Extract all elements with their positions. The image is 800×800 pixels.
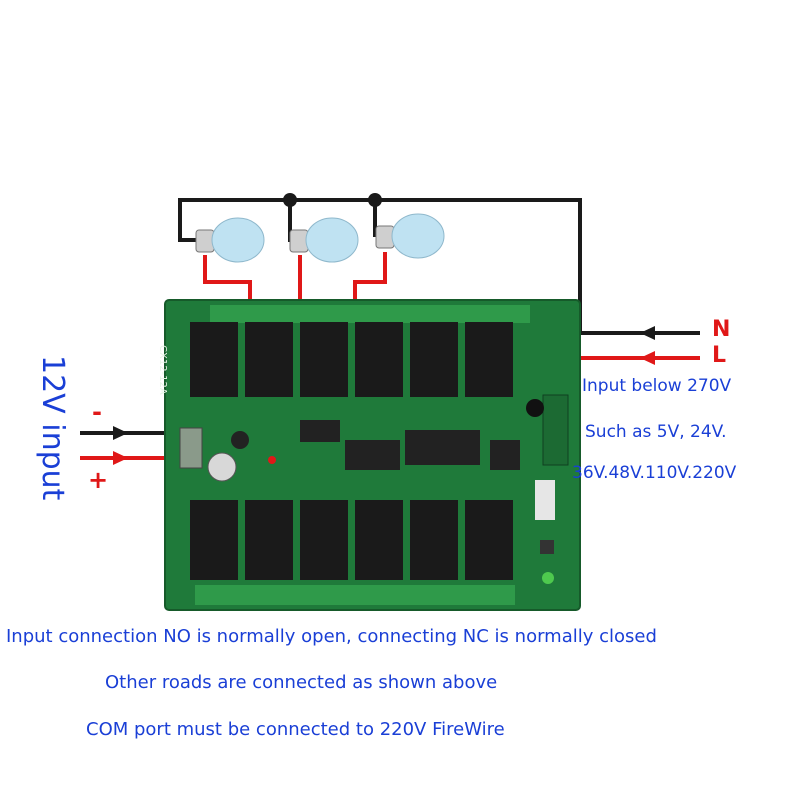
plus-label: +	[88, 466, 109, 494]
power-input-label: 12V input	[35, 355, 70, 501]
caption-line-3: COM port must be connected to 220V FireW…	[86, 719, 505, 740]
plus-arrow	[113, 451, 128, 465]
neutral-label: N	[712, 317, 731, 342]
junction-dot	[368, 193, 382, 207]
board-model: CX12-12A	[157, 345, 168, 395]
line-label: L	[712, 343, 727, 368]
examples-note-1: Such as 5V, 24V.	[585, 422, 727, 442]
caption-line-2: Other roads are connected as shown above	[105, 672, 498, 693]
caption-line-1: Input connection NO is normally open, co…	[6, 626, 657, 647]
live-arrow	[640, 351, 655, 365]
minus-label: -	[92, 398, 102, 426]
bulb-icon	[289, 217, 359, 263]
minus-arrow	[113, 426, 128, 440]
pcb-board	[164, 299, 581, 611]
examples-note-2: 36V.48V.110V.220V	[572, 463, 737, 483]
neutral-arrow	[640, 326, 655, 340]
bulb-icon	[195, 217, 265, 263]
junction-dot	[283, 193, 297, 207]
bulb-icon	[375, 213, 445, 259]
input-limit-note: Input below 270V	[582, 376, 732, 396]
